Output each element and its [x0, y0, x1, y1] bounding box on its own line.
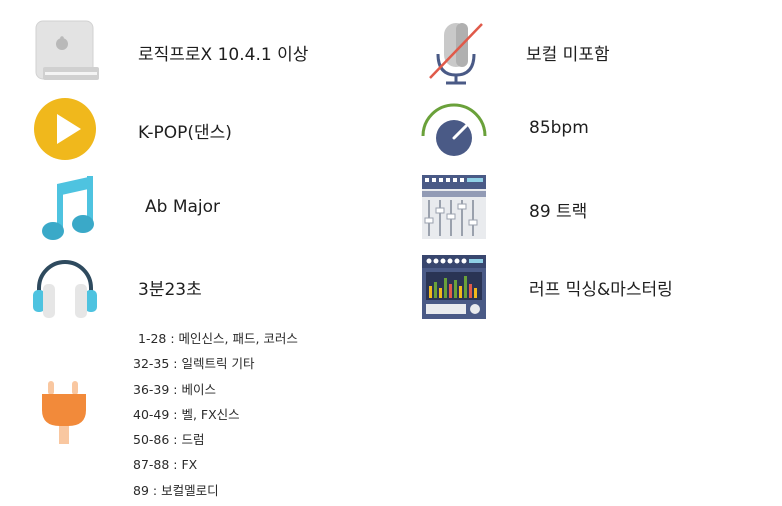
track-list: 1-28 : 메인신스, 패드, 코러스 32-35 : 일렉트릭 기타 36-… — [133, 326, 393, 503]
track-list-item: 89 : 보컬멜로디 — [133, 482, 219, 498]
headphones-icon — [31, 254, 99, 320]
crossed-microphone-icon — [424, 20, 486, 86]
genre-label: K-POP(댄스) — [138, 123, 232, 143]
tempo-label: 85bpm — [529, 118, 589, 138]
play-button-icon — [33, 97, 97, 161]
tracks-label: 89 트랙 — [529, 202, 588, 222]
power-plug-icon — [38, 380, 90, 446]
daw-label: 로직프로X 10.4.1 이상 — [138, 45, 309, 65]
track-list-item: 1-28 : 메인신스, 패드, 코러스 — [138, 331, 298, 346]
mix-label: 러프 믹싱&마스터링 — [529, 280, 673, 300]
mastering-rack-icon — [421, 254, 487, 320]
track-list-item: 87-88 : FX — [133, 457, 198, 473]
track-list-item: 32-35 : 일렉트릭 기타 — [133, 356, 255, 372]
tempo-dial-icon — [420, 100, 488, 158]
track-list-item: 50-86 : 드럼 — [133, 432, 205, 448]
vocal-label: 보컬 미포함 — [526, 45, 610, 65]
music-note-icon — [40, 174, 96, 242]
mixer-faders-icon — [421, 174, 487, 240]
track-list-item: 36-39 : 베이스 — [133, 381, 216, 397]
mac-mini-icon — [33, 18, 103, 84]
key-label: Ab Major — [145, 197, 221, 217]
track-list-item: 40-49 : 벨, FX신스 — [133, 406, 240, 422]
length-label: 3분23초 — [138, 280, 202, 300]
